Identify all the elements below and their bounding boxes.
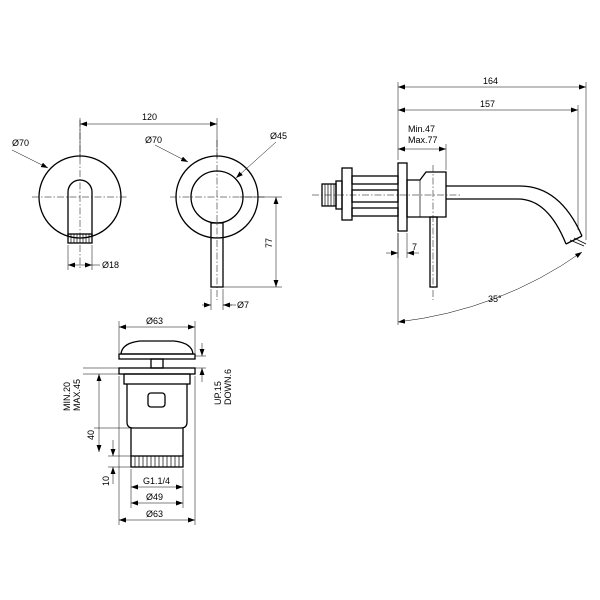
dim-height-10: 10	[101, 476, 111, 486]
tap-side-view: 164 157 Min.47 Max.77 7 35°	[312, 76, 587, 325]
dim-min-20: MIN.20	[62, 382, 72, 411]
dim-diameter-7: Ø7	[237, 300, 249, 310]
drain-waste-view: Ø63 MIN.20 MAX.45 40 10 UP.15 DOWN.6 G1.…	[62, 316, 233, 525]
dim-length-157: 157	[480, 99, 495, 109]
dim-up-15: UP.15	[213, 381, 223, 405]
spout-front-view: Ø70 Ø18	[11, 120, 128, 270]
dim-diameter-63-bottom: Ø63	[146, 509, 163, 519]
dim-width-120: 120	[142, 112, 157, 122]
dim-angle-35: 35°	[488, 294, 502, 304]
dim-diameter-70-left: Ø70	[12, 138, 29, 148]
dim-thread-g114: G1.1/4	[143, 476, 170, 486]
dim-length-164: 164	[483, 76, 498, 86]
dim-height-77: 77	[264, 238, 274, 248]
dim-diameter-18: Ø18	[102, 260, 119, 270]
dim-height-40: 40	[86, 430, 96, 440]
dim-thickness-7: 7	[412, 242, 417, 252]
dim-max-45: MAX.45	[72, 379, 82, 411]
dim-diameter-45: Ø45	[270, 131, 287, 141]
dim-max-77: Max.77	[408, 135, 438, 145]
dim-diameter-63-top: Ø63	[146, 316, 163, 326]
dim-down-6: DOWN.6	[223, 369, 233, 405]
dim-diameter-70-right: Ø70	[145, 135, 162, 145]
dim-min-47: Min.47	[408, 124, 435, 134]
mixer-front-view: 120 Ø70 Ø45 77 Ø7	[79, 112, 287, 310]
dim-diameter-49: Ø49	[146, 492, 163, 502]
